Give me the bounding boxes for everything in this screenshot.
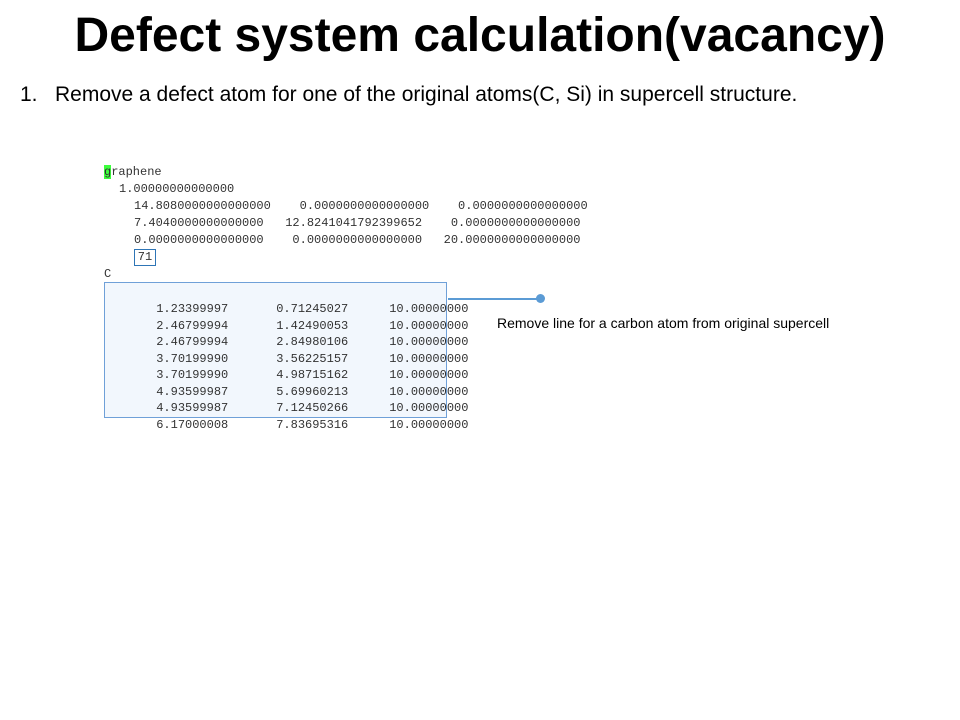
bullet-text: Remove a defect atom for one of the orig… (55, 83, 798, 106)
atom-count-box: 71 (134, 249, 156, 266)
coordinate-mode: C (104, 267, 112, 281)
lattice-vector-2: 7.4040000000000000 12.8241041792399652 0… (134, 216, 581, 230)
bullet-number: 1. (20, 83, 38, 106)
callout-connector-line (448, 298, 540, 300)
slide-title: Defect system calculation(vacancy) (74, 9, 886, 62)
structure-name: graphene (104, 164, 162, 180)
cursor-highlight: g (104, 165, 112, 179)
callout-connector-dot (536, 294, 545, 303)
callout-text: Remove line for a carbon atom from origi… (497, 315, 830, 331)
bullet-item: 1. Remove a defect atom for one of the o… (20, 80, 820, 110)
lattice-vector-3: 0.0000000000000000 0.0000000000000000 20… (134, 233, 581, 247)
lattice-vector-1: 14.8080000000000000 0.0000000000000000 0… (134, 199, 588, 213)
structure-name-rest: raphene (111, 165, 162, 179)
poscar-screenshot: graphene 1.00000000000000 14.80800000000… (104, 164, 684, 432)
scale-factor: 1.00000000000000 (119, 182, 235, 196)
